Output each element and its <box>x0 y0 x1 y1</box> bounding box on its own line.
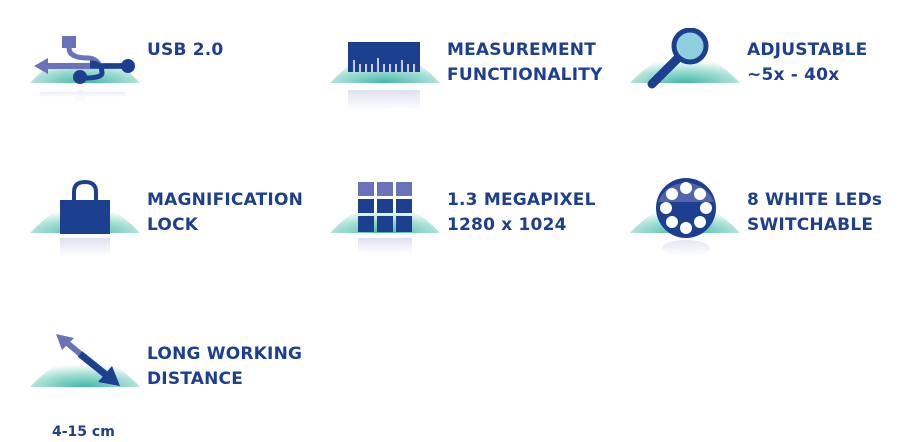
distance-arrow-icon <box>30 334 140 387</box>
feature-label: USB 2.0 <box>147 40 224 60</box>
magnifier-icon <box>630 28 740 89</box>
usb-icon <box>30 36 140 102</box>
lock-icon <box>30 179 140 256</box>
ruler-icon <box>330 42 440 110</box>
pixel-grid-icon <box>330 182 440 254</box>
led-ring-icon <box>630 178 740 256</box>
feature-label: ADJUSTABLE~5x - 40x <box>747 40 868 85</box>
feature-adjustable: ADJUSTABLE~5x - 40x <box>630 28 922 138</box>
distance-range: 4-15 cm <box>52 424 115 440</box>
feature-usb: USB 2.0 <box>30 28 330 138</box>
